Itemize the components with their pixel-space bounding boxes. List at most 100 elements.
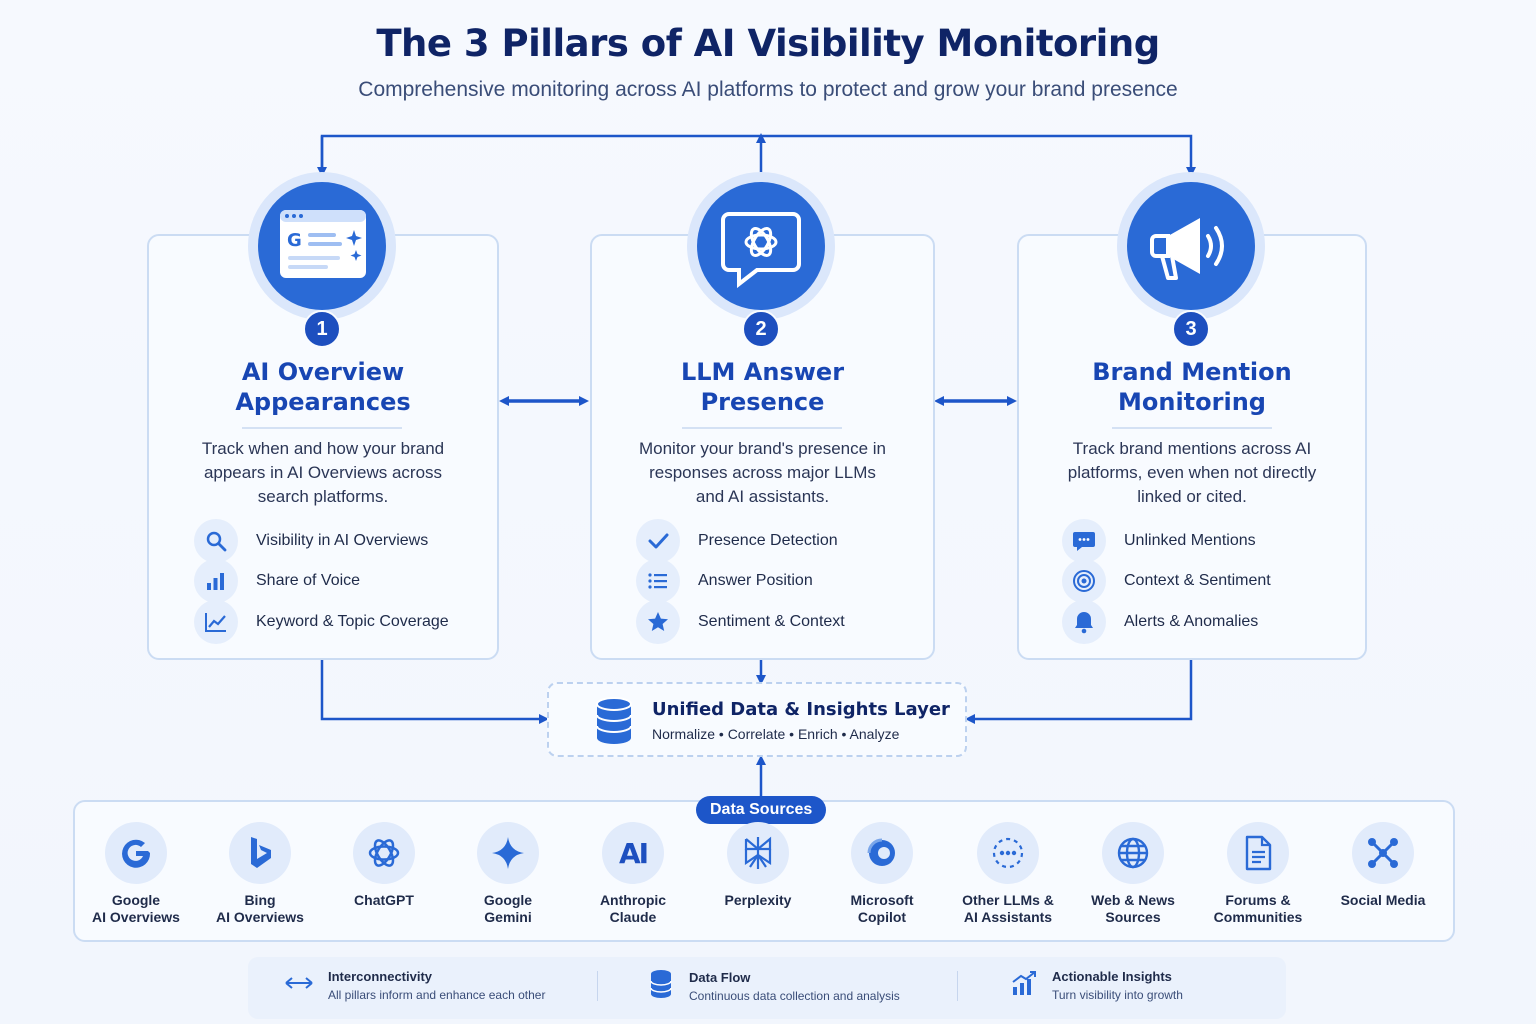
page-title: The 3 Pillars of AI Visibility Monitorin… xyxy=(376,22,1160,65)
pillar-2-number-badge: 2 xyxy=(742,310,780,348)
feature-label: Keyword & Topic Coverage xyxy=(256,613,449,630)
page-subtitle: Comprehensive monitoring across AI platf… xyxy=(358,78,1178,101)
pillar-2-divider xyxy=(682,427,842,429)
footer-item-actionable-insights: Actionable Insights Turn visibility into… xyxy=(1010,969,1183,1002)
footer-divider xyxy=(597,971,598,1001)
unified-data-layer: Unified Data & Insights Layer Normalize … xyxy=(547,682,967,757)
unified-layer-title: Unified Data & Insights Layer xyxy=(652,699,950,720)
bell-icon xyxy=(1062,600,1106,644)
source-bing-ai-overviews: Bing AI Overviews xyxy=(198,822,322,926)
svg-text:G: G xyxy=(287,230,302,251)
pillar-1-divider xyxy=(242,427,402,429)
anthropic-icon: AI xyxy=(602,822,664,884)
megaphone-icon xyxy=(1127,182,1255,310)
pillar-2-icon-halo xyxy=(687,172,835,320)
source-forums-communities: Forums & Communities xyxy=(1196,822,1320,926)
source-chatgpt: ChatGPT xyxy=(322,822,446,909)
feature-item: Sentiment & Context xyxy=(636,600,845,644)
chatgpt-icon xyxy=(353,822,415,884)
database-icon xyxy=(593,696,635,751)
pillar-3-divider xyxy=(1112,427,1272,429)
footer-title: Actionable Insights xyxy=(1052,969,1172,984)
pillar-1-icon-halo: G xyxy=(248,172,396,320)
target-icon xyxy=(1062,559,1106,603)
pillar-3-feature-list: Unlinked Mentions Context & Sentiment Al… xyxy=(1062,519,1271,644)
bar-chart-icon xyxy=(194,559,238,603)
feature-label: Share of Voice xyxy=(256,572,361,589)
feature-item: Context & Sentiment xyxy=(1062,559,1271,603)
source-label: ChatGPT xyxy=(354,892,414,908)
pillar-1-description: Track when and how your brand appears in… xyxy=(201,439,445,506)
bing-icon xyxy=(229,822,291,884)
source-label: Perplexity xyxy=(724,892,792,908)
checkmark-icon xyxy=(636,519,680,563)
double-arrow-icon xyxy=(284,976,316,995)
gemini-icon xyxy=(477,822,539,884)
unified-layer-subtitle: Normalize • Correlate • Enrich • Analyze xyxy=(652,726,900,742)
pillar-1-feature-list: Visibility in AI Overviews Share of Voic… xyxy=(194,519,449,644)
feature-item: Alerts & Anomalies xyxy=(1062,600,1271,644)
pillar-1-title: AI Overview Appearances xyxy=(235,358,411,416)
globe-icon xyxy=(1102,822,1164,884)
pillar-2-feature-list: Presence Detection Answer Position Senti… xyxy=(636,519,845,644)
search-results-icon: G xyxy=(258,182,386,310)
feature-item: Answer Position xyxy=(636,559,845,603)
feature-item: Unlinked Mentions xyxy=(1062,519,1271,563)
footer-item-data-flow: Data Flow Continuous data collection and… xyxy=(648,969,900,1004)
pillar-1-number-badge: 1 xyxy=(303,310,341,348)
pillar-3-icon-halo xyxy=(1117,172,1265,320)
feature-label: Visibility in AI Overviews xyxy=(256,532,429,549)
pillar-3-description: Track brand mentions across AI platforms… xyxy=(1067,439,1317,506)
source-label: Forums & Communities xyxy=(1213,892,1303,925)
footer-subtitle: Turn visibility into growth xyxy=(1052,988,1183,1002)
pillar-3-title: Brand Mention Monitoring xyxy=(1092,358,1292,416)
source-web-news: Web & News Sources xyxy=(1071,822,1195,926)
source-google-ai-overviews: Google AI Overviews xyxy=(74,822,198,926)
chat-bubble-icon xyxy=(1062,519,1106,563)
document-icon xyxy=(1227,822,1289,884)
footer-title: Data Flow xyxy=(689,970,751,985)
feature-label: Presence Detection xyxy=(698,532,838,549)
search-icon xyxy=(194,519,238,563)
source-label: Microsoft Copilot xyxy=(850,892,914,925)
footer-subtitle: All pillars inform and enhance each othe… xyxy=(328,988,546,1002)
feature-label: Context & Sentiment xyxy=(1124,572,1271,589)
footer-bar: Interconnectivity All pillars inform and… xyxy=(248,957,1286,1019)
anthropic-glyph: AI xyxy=(618,836,649,870)
copilot-icon xyxy=(851,822,913,884)
network-icon xyxy=(1352,822,1414,884)
trend-line-icon xyxy=(194,600,238,644)
feature-item: Presence Detection xyxy=(636,519,845,563)
footer-subtitle: Continuous data collection and analysis xyxy=(689,989,900,1003)
feature-label: Alerts & Anomalies xyxy=(1124,613,1259,630)
source-label: Web & News Sources xyxy=(1091,892,1175,925)
source-label: Bing AI Overviews xyxy=(216,892,304,925)
source-anthropic-claude: AI Anthropic Claude xyxy=(571,822,695,926)
feature-item: Keyword & Topic Coverage xyxy=(194,600,449,644)
source-social-media: Social Media xyxy=(1321,822,1445,909)
footer-item-interconnectivity: Interconnectivity All pillars inform and… xyxy=(284,969,545,1002)
source-microsoft-copilot: Microsoft Copilot xyxy=(820,822,944,926)
feature-label: Unlinked Mentions xyxy=(1124,532,1256,549)
feature-label: Sentiment & Context xyxy=(698,613,845,630)
data-sources-label: Data Sources xyxy=(696,796,827,824)
source-google-gemini: Google Gemini xyxy=(446,822,570,926)
source-label: Anthropic Claude xyxy=(599,892,667,925)
pillar-2-title: LLM Answer Presence xyxy=(680,358,845,416)
list-icon xyxy=(636,559,680,603)
database-icon xyxy=(648,969,674,1004)
footer-divider xyxy=(957,971,958,1001)
chat-llm-icon xyxy=(697,182,825,310)
other-llms-icon xyxy=(977,822,1039,884)
source-label: Social Media xyxy=(1340,892,1426,908)
google-icon xyxy=(105,822,167,884)
feature-item: Share of Voice xyxy=(194,559,449,603)
perplexity-icon xyxy=(727,822,789,884)
footer-title: Interconnectivity xyxy=(328,969,433,984)
feature-label: Answer Position xyxy=(698,572,813,589)
source-other-llms: Other LLMs & AI Assistants xyxy=(946,822,1070,926)
source-label: Other LLMs & AI Assistants xyxy=(962,892,1054,925)
growth-chart-icon xyxy=(1010,969,1038,1002)
pillar-3-number-badge: 3 xyxy=(1172,310,1210,348)
